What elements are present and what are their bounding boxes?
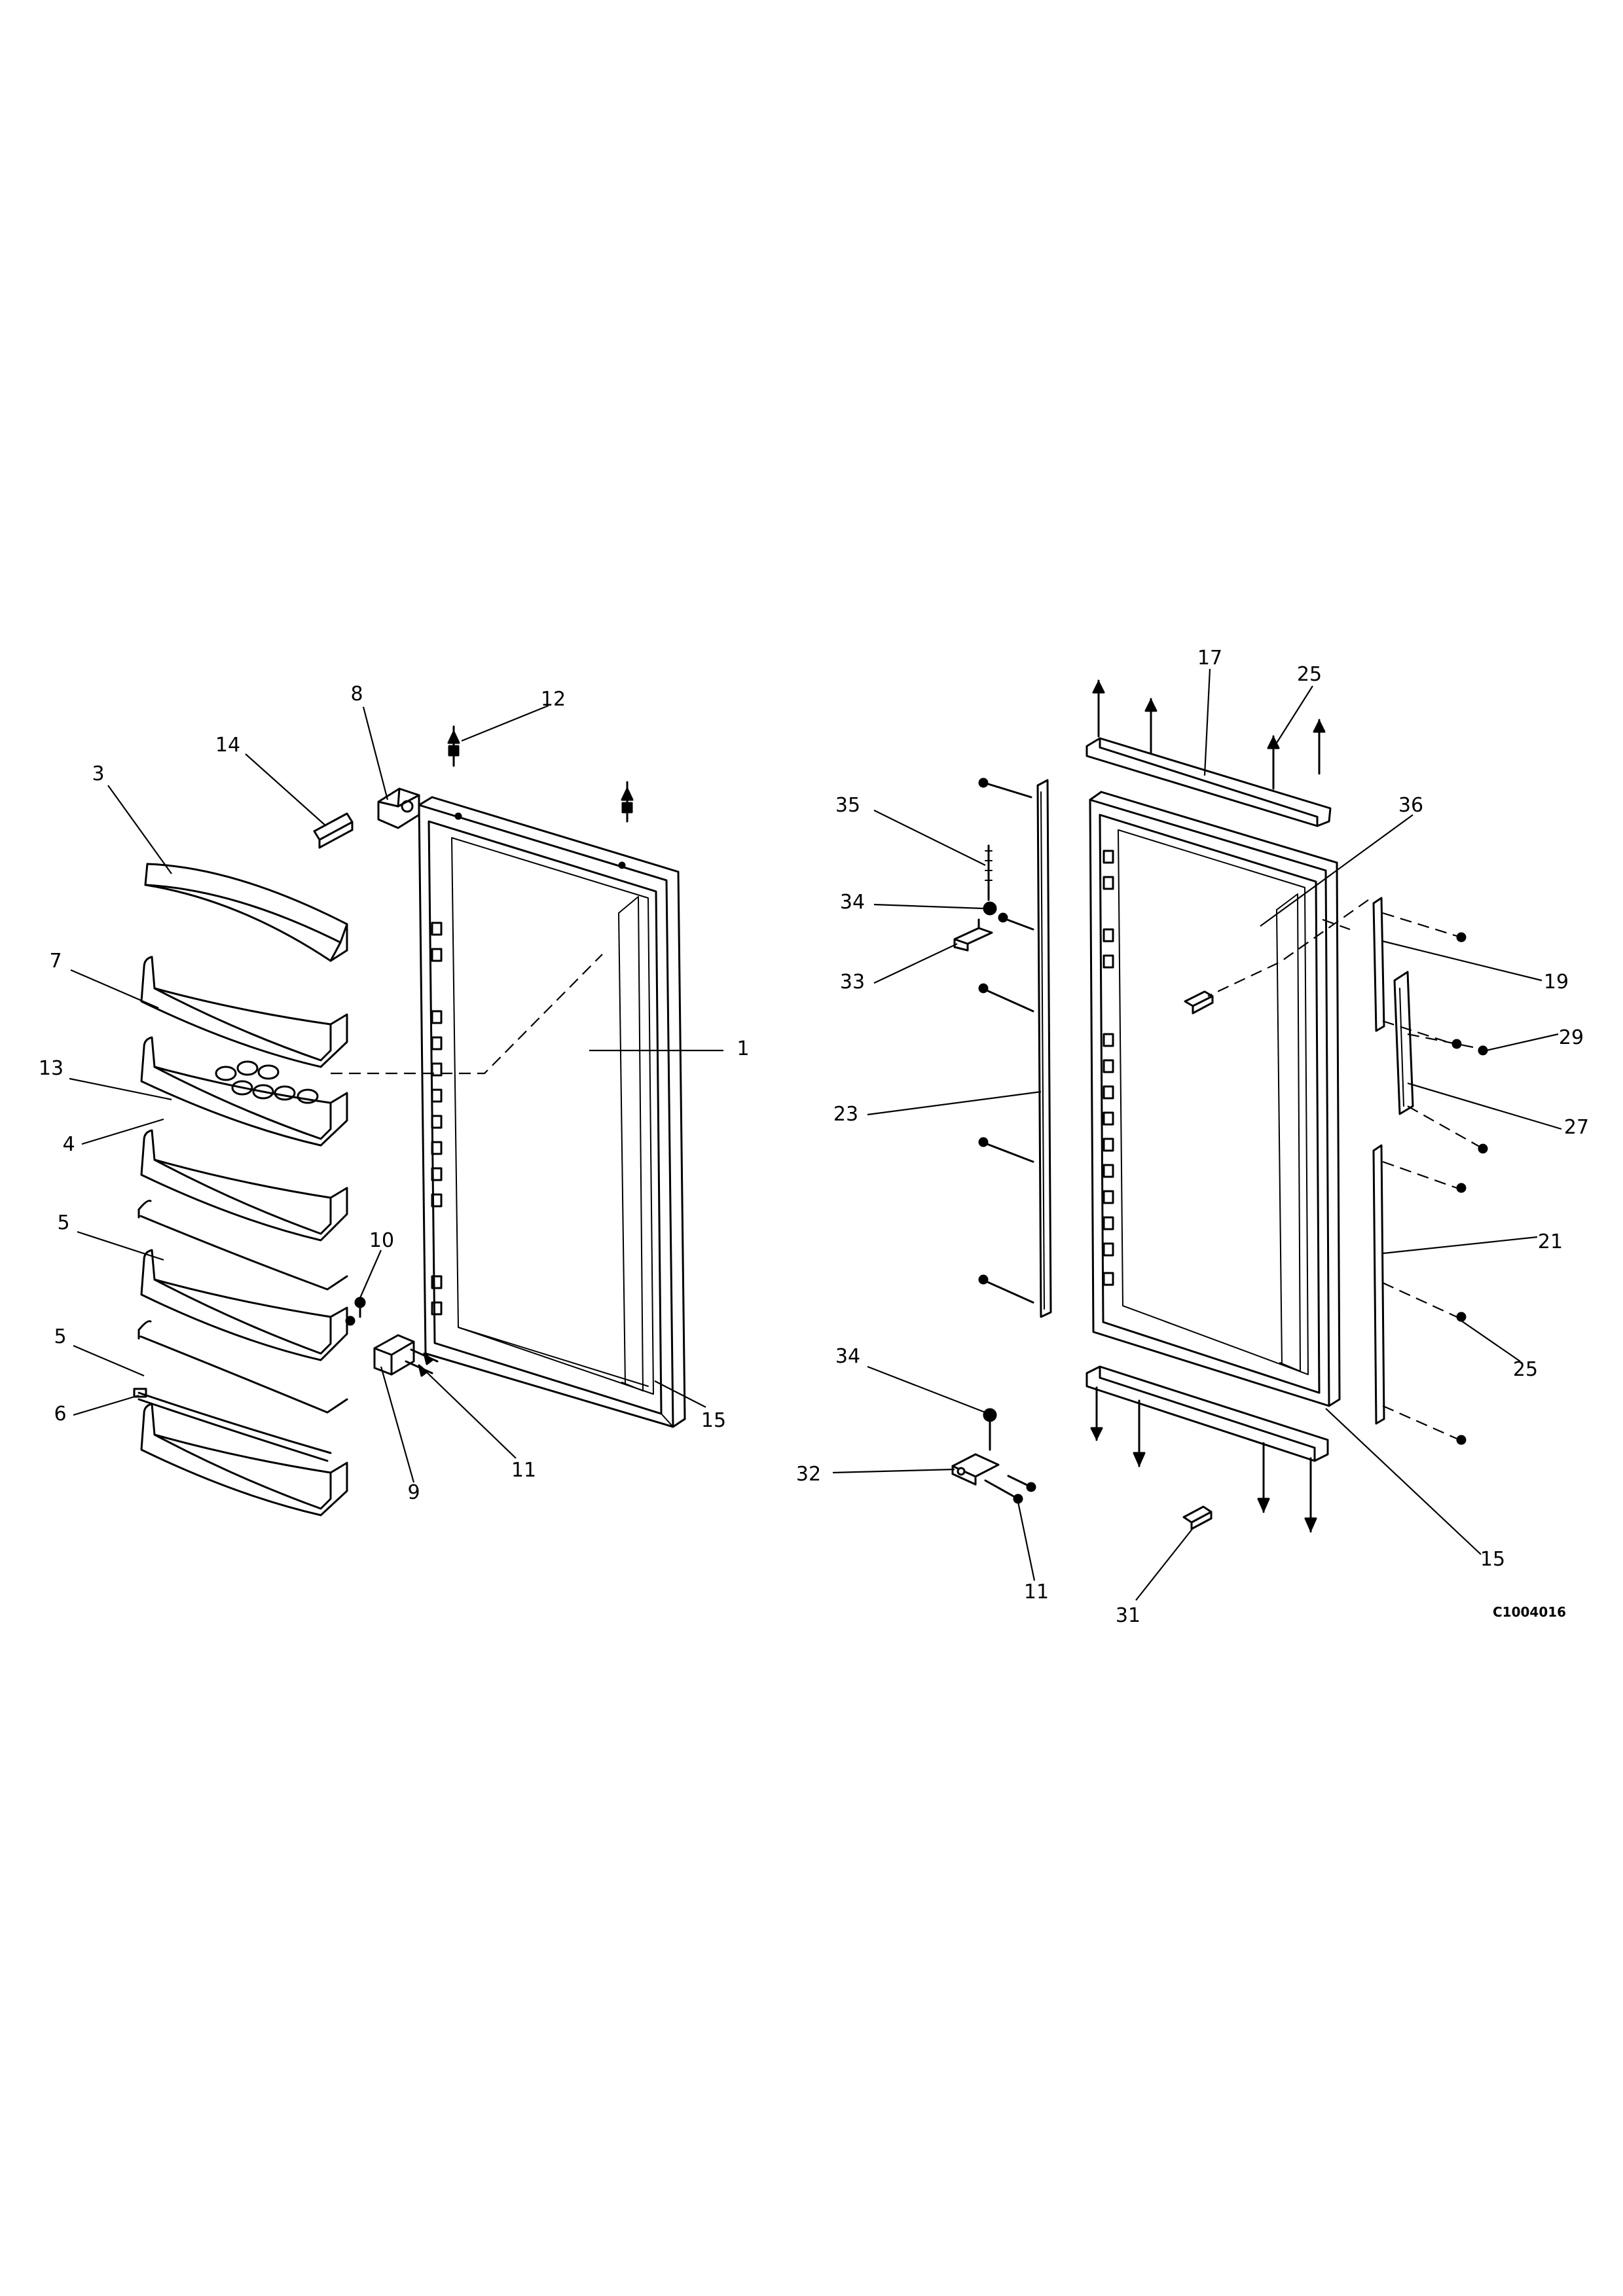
callout-27: 27	[1564, 1116, 1589, 1139]
part-8-upper-hinge	[377, 787, 420, 829]
part-12-screw	[447, 725, 634, 823]
callout-33: 33	[840, 971, 865, 994]
part-29-screws	[1451, 932, 1488, 1445]
part-23-side-strip	[1036, 779, 1052, 1318]
part-17-top-trim	[1085, 737, 1332, 827]
left-callout-labels: 8 12 14 3 7 1 13 4 5 10 5 6 15 11 9	[39, 683, 750, 1504]
part-6-shelf-rail	[133, 1388, 332, 1462]
callout-34: 34	[840, 891, 865, 914]
callout-14: 14	[215, 734, 240, 757]
drawing-code: C1004016	[1493, 1604, 1566, 1620]
part-21-side-strip-lower	[1372, 1144, 1385, 1425]
callout-21: 21	[1538, 1230, 1563, 1253]
part-3-dairy-lid	[144, 863, 348, 962]
right-callout-labels: 17 25 35 36 34 33 19 29 23 27 21 34 25 32 15 11 31	[796, 647, 1589, 1627]
callout-13: 13	[39, 1057, 64, 1080]
callout-19: 19	[1544, 971, 1569, 994]
part-34-bushing-lower	[983, 1408, 997, 1451]
left-leader-lines	[69, 704, 723, 1483]
part-1-door-liner	[418, 796, 686, 1428]
callout-11: 11	[1024, 1581, 1049, 1604]
callout-29: 29	[1559, 1026, 1584, 1049]
part-34-bushing-upper	[983, 901, 997, 916]
callout-15: 15	[1480, 1548, 1505, 1571]
side-strip-screws	[978, 778, 1034, 1304]
callout-34: 34	[835, 1345, 860, 1368]
part-7-shelf	[140, 956, 348, 1068]
callout-5: 5	[54, 1325, 66, 1348]
callout-1: 1	[737, 1037, 749, 1060]
callout-32: 32	[796, 1463, 821, 1486]
callout-31: 31	[1116, 1604, 1140, 1627]
callout-7: 7	[49, 950, 62, 973]
part-5-shelf-upper	[137, 1129, 348, 1291]
callout-4: 4	[62, 1133, 75, 1156]
part-11-screw	[405, 1348, 439, 1377]
part-33-bracket	[953, 918, 993, 952]
callout-11: 11	[511, 1459, 536, 1482]
part-27-bracket	[1393, 971, 1414, 1115]
callout-25: 25	[1297, 663, 1322, 686]
callout-23: 23	[833, 1103, 858, 1126]
part-9-lower-hinge	[373, 1334, 415, 1376]
right-door-liner	[1089, 791, 1341, 1407]
part-4-egg-shelf	[140, 1036, 348, 1147]
bottom-door-shelf	[140, 1403, 348, 1516]
part-35-pin	[985, 844, 993, 901]
bottom-screws	[1090, 1386, 1317, 1533]
callout-17: 17	[1197, 647, 1222, 670]
callout-36: 36	[1398, 794, 1423, 817]
callout-12: 12	[541, 688, 566, 711]
left-door-assembly	[133, 725, 686, 1516]
bottom-trim	[1085, 1365, 1329, 1462]
right-leader-lines	[832, 668, 1562, 1601]
callout-35: 35	[835, 794, 860, 817]
right-door-assembly	[951, 679, 1488, 1533]
part-32-lower-hinge-bracket	[951, 1453, 1000, 1486]
part-25-top-screws	[1092, 679, 1326, 790]
callout-9: 9	[407, 1481, 420, 1504]
callout-8: 8	[350, 683, 363, 706]
callout-6: 6	[54, 1403, 66, 1426]
callout-25: 25	[1513, 1358, 1538, 1381]
callout-10: 10	[369, 1229, 394, 1252]
callout-5: 5	[57, 1211, 69, 1234]
part-31-cap	[1182, 1505, 1213, 1530]
part-5-shelf-middle	[137, 1249, 348, 1414]
callout-15: 15	[701, 1409, 726, 1432]
part-11-screws-right	[984, 1475, 1036, 1504]
part-10-bushing	[345, 1297, 366, 1326]
part-14-spacer	[313, 812, 354, 849]
callout-3: 3	[92, 762, 104, 785]
part-19-side-strip-upper	[1372, 897, 1385, 1032]
